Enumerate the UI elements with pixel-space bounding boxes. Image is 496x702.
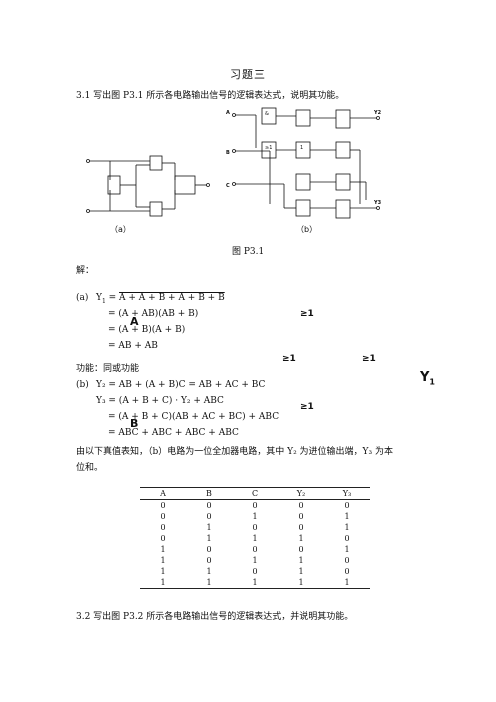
- input-label-c: C: [226, 183, 230, 189]
- figure-label-a: （a）: [110, 225, 131, 234]
- figure-caption: 图 P3.1: [232, 247, 265, 257]
- input-label-b: B: [226, 150, 230, 156]
- a-line3: = (A + B)(A + B): [108, 325, 186, 335]
- gate-symbol-and: &: [265, 111, 269, 117]
- b-line2: Y₃ = (A + B + C) · Y₂ + ABC: [96, 396, 224, 406]
- stray-ge1-a: ≥1: [300, 309, 314, 319]
- circuit-b: [232, 107, 380, 219]
- a-line1-rhs: A + A + B + A + B + B: [119, 293, 225, 303]
- output-label-y2: Y2: [373, 110, 382, 116]
- b-line1: Y₂ = AB + (A + B)C = AB + AC + BC: [96, 380, 266, 390]
- input-label-a: A: [226, 110, 230, 116]
- figure-p3-1: A B C Y2 Y3 & ≥1 1 （a） （b）: [86, 107, 382, 234]
- output-label-y3: Y3: [373, 200, 382, 206]
- page-title: 习题三: [230, 68, 266, 81]
- header-c: C: [251, 489, 259, 498]
- part-b-label: (b): [76, 380, 89, 390]
- b-line4: = ABC + ABC + ABC + ABC: [108, 428, 239, 438]
- solution-label: 解：: [76, 266, 95, 276]
- stray-ge1-c: ≥1: [362, 354, 376, 364]
- stray-ge1-b: ≥1: [282, 354, 296, 364]
- problem-3-2-prompt: 3.2 写出图 P3.2 所示各电路输出信号的逻辑表达式，并说明其功能。: [76, 612, 354, 622]
- a-line1: Y1 = A + A + B + A + B + B: [96, 293, 225, 305]
- circuit-a: [86, 155, 210, 217]
- stray-ge1-d: ≥1: [300, 402, 314, 412]
- a-line2: = (A + AB)(AB + B): [108, 309, 199, 319]
- stray-letter-a: A: [130, 315, 139, 328]
- header-y3: Y₃: [342, 489, 352, 498]
- stray-y1: Y1: [420, 370, 435, 387]
- b-line3: = (A + B + C)(AB + AC + BC) + ABC: [108, 412, 280, 422]
- header-y2: Y₂: [296, 489, 306, 498]
- gate-symbol-not: 1: [300, 145, 303, 151]
- figure-label-b: （b）: [296, 225, 317, 234]
- conclusion-line1: 由以下真值表知，（b）电路为一位全加器电路，其中 Y₂ 为进位输出端，Y₃ 为本: [76, 447, 393, 457]
- truth-table-header: A B C Y₂ Y₃: [140, 487, 370, 500]
- header-b: B: [206, 489, 212, 498]
- conclusion-line2: 位和。: [76, 463, 104, 473]
- a-line4: = AB + AB: [108, 341, 158, 351]
- stray-letter-b: B: [130, 417, 139, 430]
- function-a: 功能：同或功能: [76, 364, 140, 374]
- problem-3-1-prompt: 3.1 写出图 P3.1 所示各电路输出信号的逻辑表达式，说明其功能。: [76, 91, 345, 101]
- part-a-label: (a): [76, 293, 89, 303]
- gate-symbol-or: ≥1: [265, 145, 272, 151]
- header-a: A: [160, 489, 166, 498]
